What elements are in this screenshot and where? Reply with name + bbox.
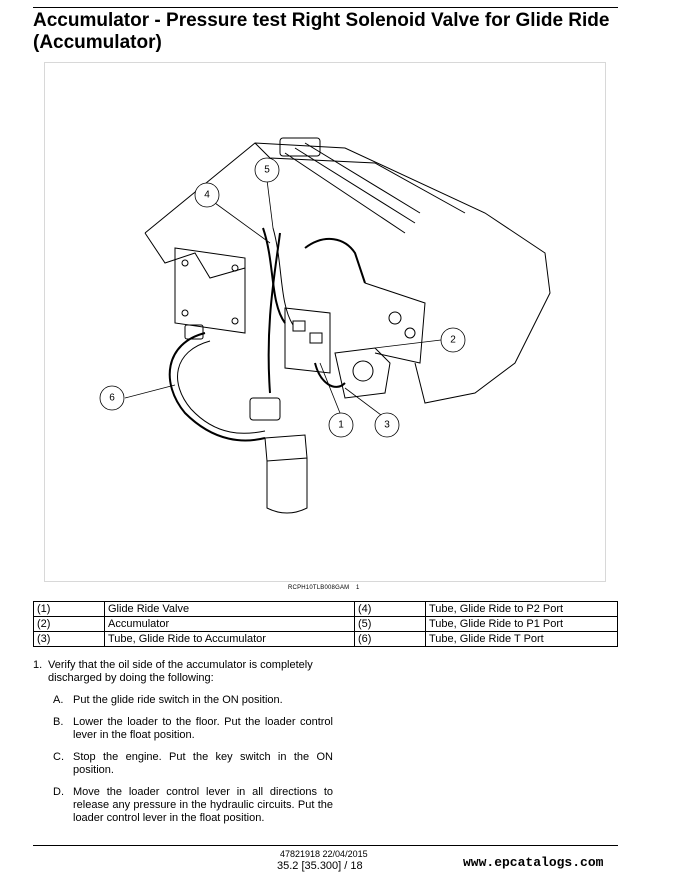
substep-letter: A. xyxy=(53,694,64,706)
callout-1-label: 1 xyxy=(338,420,344,431)
fitting xyxy=(388,311,402,325)
legend-row: (1) Glide Ride Valve (4) Tube, Glide Rid… xyxy=(33,601,618,617)
substep-text: Lower the loader to the floor. Put the l… xyxy=(73,716,333,741)
substep-text: Move the loader control lever in all dir… xyxy=(73,786,333,824)
legend-desc: Glide Ride Valve xyxy=(104,601,355,617)
figure-number: 1 xyxy=(356,585,360,591)
legend-table: (1) Glide Ride Valve (4) Tube, Glide Rid… xyxy=(33,601,618,647)
accumulator-body xyxy=(334,347,391,399)
callout-2-label: 2 xyxy=(450,335,456,346)
bolt xyxy=(181,309,189,317)
callout-6 xyxy=(99,385,125,411)
substep-d: D. Move the loader control lever in all … xyxy=(33,786,333,825)
clamp xyxy=(184,324,204,340)
legend-num: (3) xyxy=(33,631,105,647)
accumulator-cap xyxy=(352,360,374,382)
tube-upper xyxy=(304,238,366,284)
legend-desc: Tube, Glide Ride to P2 Port xyxy=(425,601,618,617)
legend-num: (2) xyxy=(33,616,105,632)
substep-letter: D. xyxy=(53,786,64,798)
tube-t-port xyxy=(168,332,266,442)
frame-edge xyxy=(144,232,246,279)
valve-port xyxy=(292,320,306,332)
step-text: Verify that the oil side of the accumula… xyxy=(48,659,313,684)
callout-5-label: 5 xyxy=(264,165,270,176)
filter-head xyxy=(264,434,308,462)
rod-lines xyxy=(284,142,421,234)
legend-row: (2) Accumulator (5) Tube, Glide Ride to … xyxy=(33,616,618,632)
fitting xyxy=(404,327,416,339)
legend-desc: Tube, Glide Ride T Port xyxy=(425,631,618,647)
glide-ride-valve-body xyxy=(284,307,331,374)
elbow-fitting xyxy=(249,397,281,421)
legend-desc: Tube, Glide Ride to Accumulator xyxy=(104,631,355,647)
callout-5 xyxy=(254,157,280,183)
legend-num: (6) xyxy=(354,631,426,647)
figure-image-id: RCPH10TLB008GAM xyxy=(288,585,350,591)
legend-num: (1) xyxy=(33,601,105,617)
mounting-plate xyxy=(174,247,246,334)
bolt xyxy=(231,264,239,272)
document-id: 47821918 22/04/2015 xyxy=(280,849,368,859)
callout-6-label: 6 xyxy=(109,393,115,404)
callout-1 xyxy=(328,412,354,438)
frame-top-edge xyxy=(254,142,466,214)
bolt xyxy=(231,317,239,325)
callout-4-label: 4 xyxy=(204,190,210,201)
substep-c: C. Stop the engine. Put the key switch i… xyxy=(33,751,333,777)
callout-4 xyxy=(194,182,220,208)
tube-t-port-outline xyxy=(177,340,266,434)
substep-letter: C. xyxy=(53,751,64,763)
page-title: Accumulator - Pressure test Right Soleno… xyxy=(33,10,610,53)
bottom-rule xyxy=(33,845,618,846)
legend-num: (5) xyxy=(354,616,426,632)
callout-3 xyxy=(374,412,400,438)
tube-p2-outline xyxy=(272,227,294,326)
top-rule xyxy=(33,7,618,8)
tank-bracket xyxy=(364,282,426,364)
filter-canister xyxy=(266,458,308,514)
website-watermark: www.epcatalogs.com xyxy=(463,855,604,870)
step-1: 1. Verify that the oil side of the accum… xyxy=(33,659,333,685)
substep-text: Stop the engine. Put the key switch in t… xyxy=(73,751,333,776)
bolt xyxy=(181,259,189,267)
legend-row: (3) Tube, Glide Ride to Accumulator (6) … xyxy=(33,631,618,647)
procedure-steps: 1. Verify that the oil side of the accum… xyxy=(33,659,333,825)
legend-desc: Accumulator xyxy=(104,616,355,632)
tube-p1 xyxy=(267,232,281,394)
callout-3-label: 3 xyxy=(384,420,390,431)
substep-b: B. Lower the loader to the floor. Put th… xyxy=(33,716,333,742)
legend-desc: Tube, Glide Ride to P1 Port xyxy=(425,616,618,632)
legend-num: (4) xyxy=(354,601,426,617)
valve-port xyxy=(309,332,323,344)
substep-letter: B. xyxy=(53,716,64,728)
hydraulic-diagram: 1 2 3 4 5 6 xyxy=(44,62,606,582)
substep-a: A. Put the glide ride switch in the ON p… xyxy=(33,694,333,707)
substep-text: Put the glide ride switch in the ON posi… xyxy=(73,694,283,706)
step-number: 1. xyxy=(33,659,43,671)
frame-outline xyxy=(144,142,551,404)
callout-2 xyxy=(440,327,466,353)
page-reference: 35.2 [35.300] / 18 xyxy=(277,860,363,872)
rod-clamp xyxy=(279,137,321,157)
